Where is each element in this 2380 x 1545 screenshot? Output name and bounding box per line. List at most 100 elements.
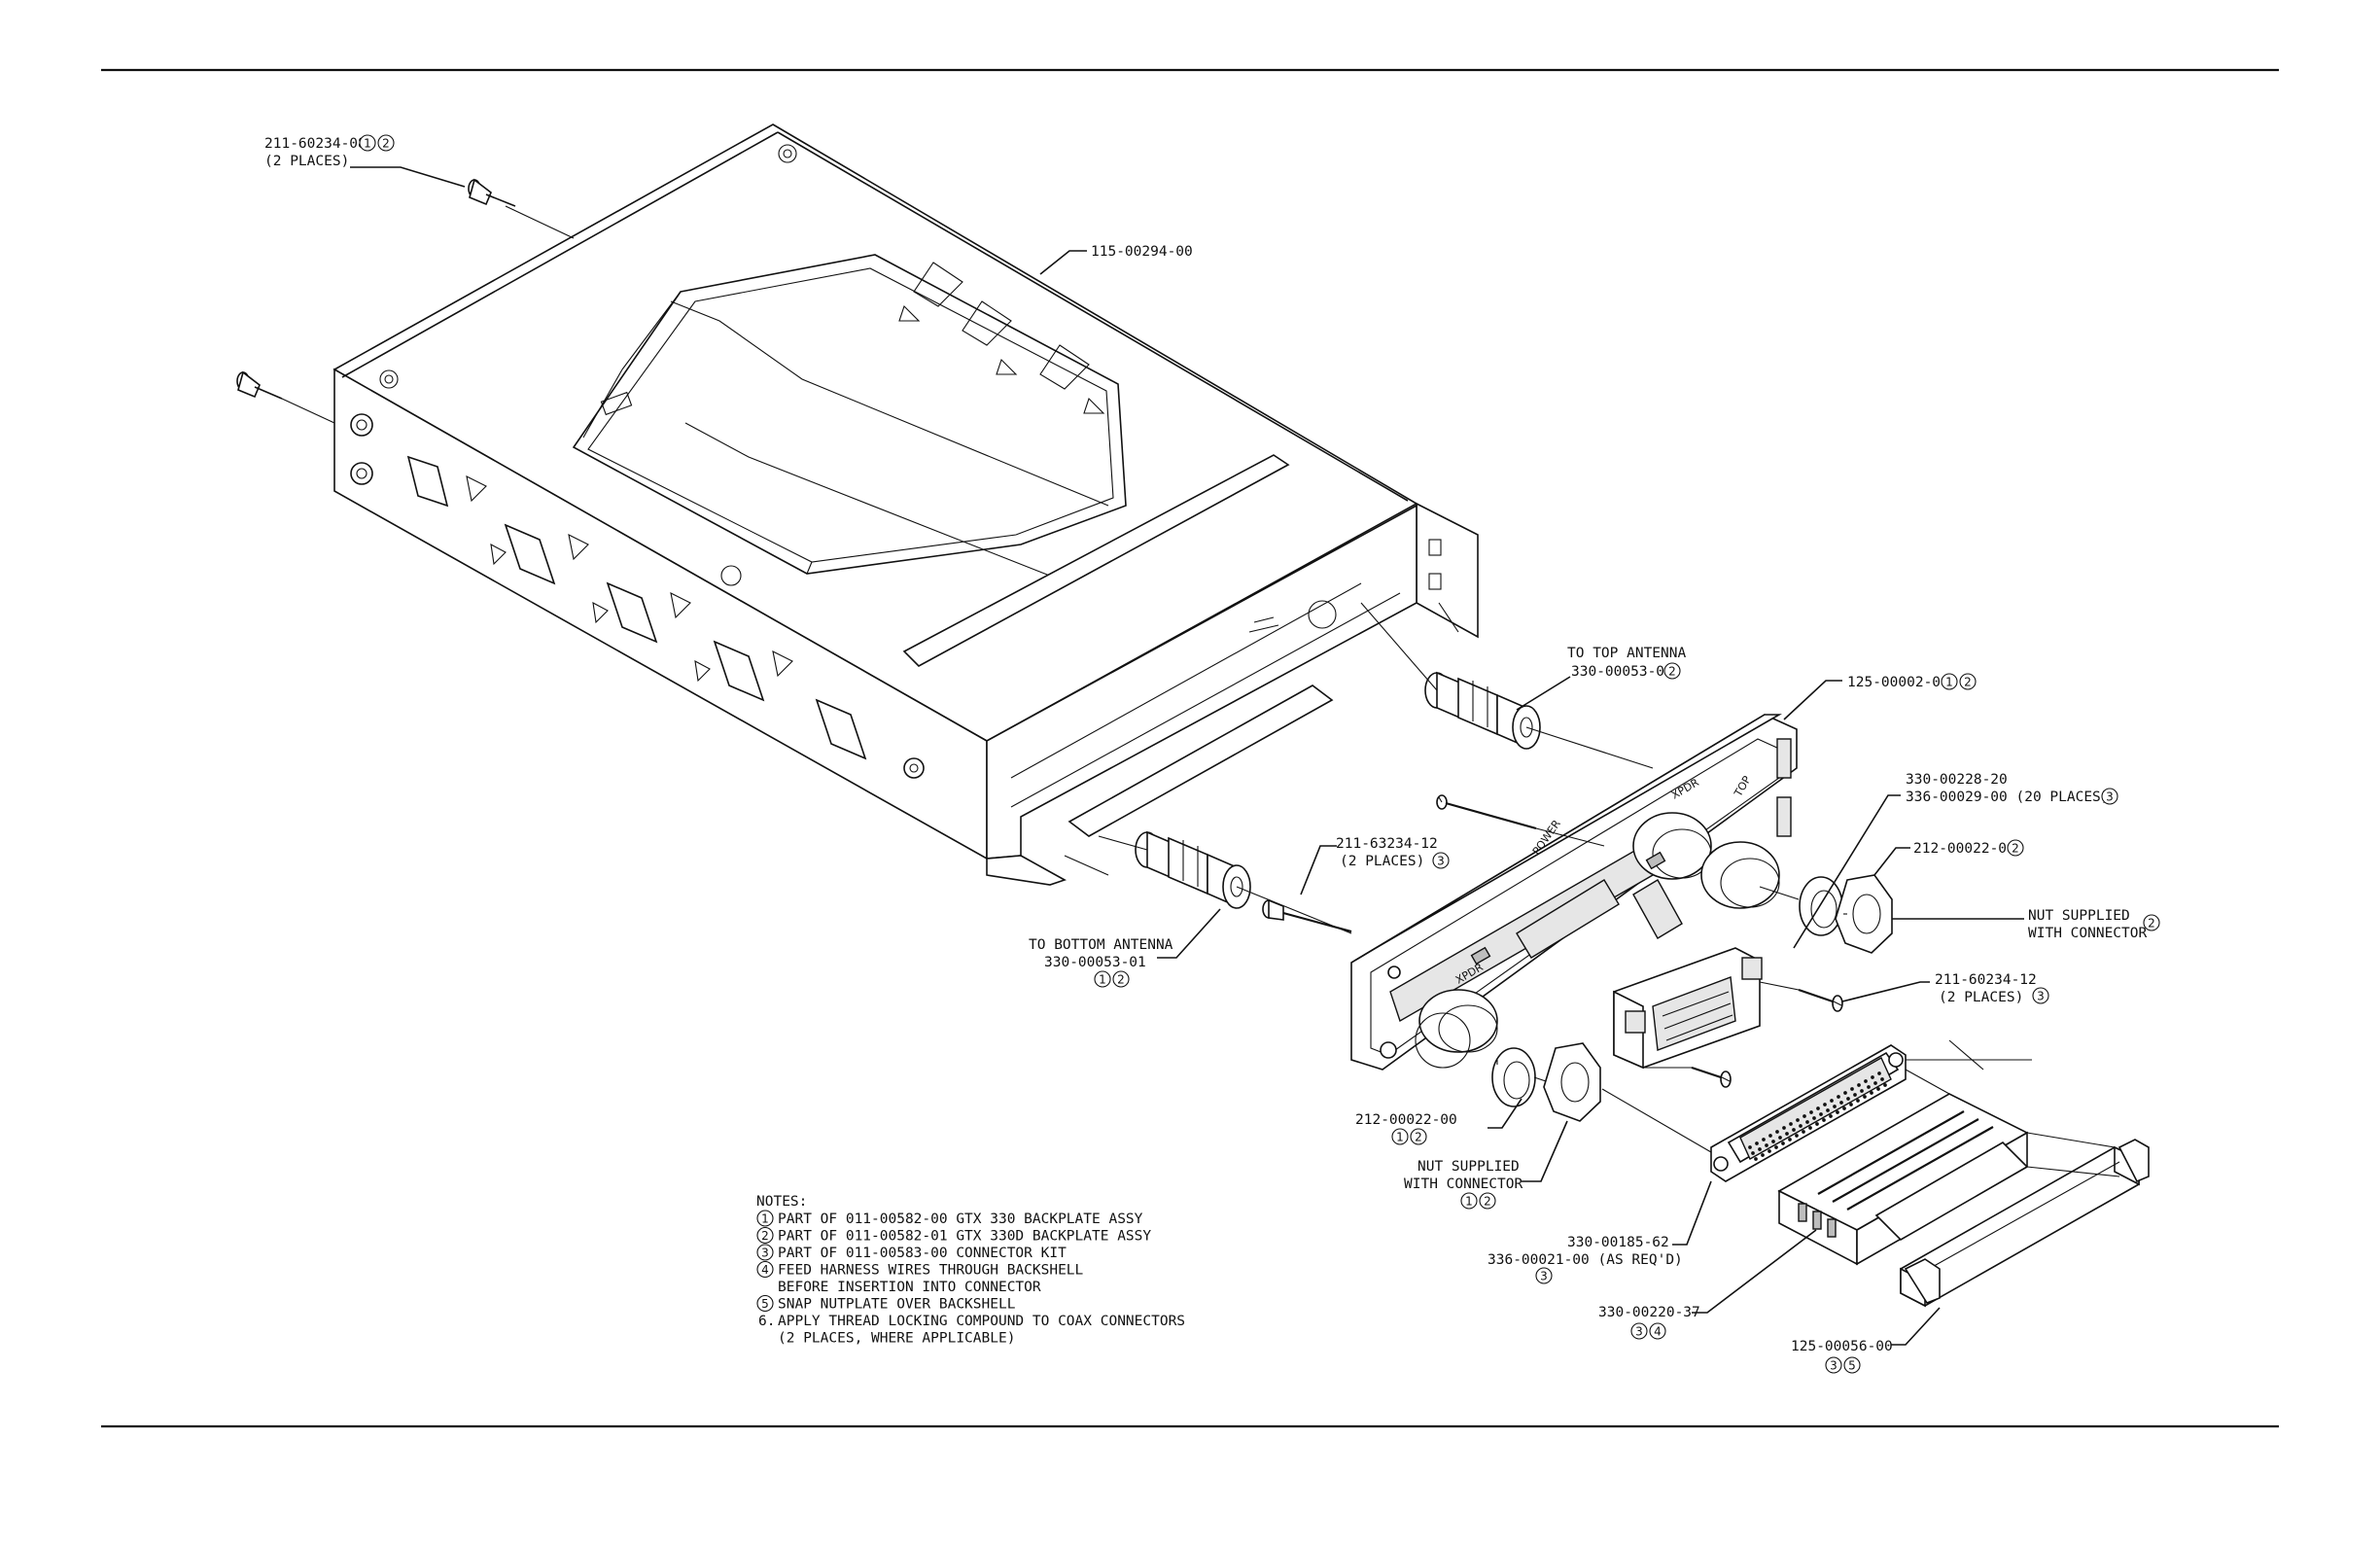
callout-nut-supplied-top: NUT SUPPLIED WITH CONNECTOR 2 — [2028, 908, 2160, 941]
rack-screw-left — [236, 370, 283, 400]
ref-circle-3: 3 — [1432, 852, 1450, 869]
svg-text:1: 1 — [1945, 676, 1953, 689]
explode-lines — [281, 205, 2120, 1177]
callout-212-00022-00-top: 212-00022-00 2 — [1913, 839, 2024, 857]
svg-text:WITH CONNECTOR: WITH CONNECTOR — [2028, 926, 2147, 941]
note-item-3: PART OF 011-00583-00 CONNECTOR KIT 3 — [756, 1244, 1067, 1261]
callout-330-00185-62: 330-00185-62 336-00021-00 (AS REQ'D) 3 — [1488, 1235, 1683, 1284]
callout-211-60234-12: 211-60234-12 (2 PLACES) 3 — [1935, 972, 2049, 1005]
ref-circle-2: 2 — [1479, 1192, 1496, 1210]
svg-text:3: 3 — [1437, 855, 1445, 868]
note-item-1: PART OF 011-00582-00 GTX 330 BACKPLATE A… — [756, 1210, 1143, 1227]
svg-text:3: 3 — [1540, 1270, 1548, 1283]
panel-coax-hole-top — [1700, 841, 1780, 909]
ref-circle-3: 3 — [1535, 1267, 1553, 1284]
svg-text:330-00053-01: 330-00053-01 — [1044, 955, 1146, 970]
svg-text:212-00022-00: 212-00022-00 — [1913, 841, 2015, 857]
svg-text:2: 2 — [2148, 917, 2155, 931]
long-screw-lower — [1262, 898, 1352, 933]
ref-circle-1: 1 — [359, 134, 376, 152]
svg-text:TO BOTTOM ANTENNA: TO BOTTOM ANTENNA — [1029, 937, 1173, 953]
svg-text:5: 5 — [761, 1297, 769, 1311]
callout-330-00228-20: 330-00228-20 336-00029-00 (20 PLACES) 3 — [1906, 772, 2118, 805]
note-number-1: 1 — [756, 1210, 774, 1227]
svg-text:3: 3 — [1830, 1359, 1838, 1373]
ref-circle-5: 5 — [1843, 1356, 1861, 1374]
note-text: PART OF 011-00583-00 CONNECTOR KIT — [778, 1246, 1067, 1261]
note-text-continued: (2 PLACES, WHERE APPLICABLE) — [778, 1331, 1015, 1347]
svg-text:(2 PLACES): (2 PLACES) — [264, 154, 349, 169]
svg-text:1: 1 — [1099, 973, 1106, 987]
svg-text:NUT SUPPLIED: NUT SUPPLIED — [1418, 1159, 1520, 1175]
note-item-6: APPLY THREAD LOCKING COMPOUND TO COAX CO… — [758, 1314, 1185, 1347]
nutplate-screw-left — [1691, 1066, 1732, 1088]
svg-text:211-60234-08: 211-60234-08 — [264, 136, 367, 152]
rack-screw-top — [468, 178, 516, 207]
notes-heading: NOTES: — [756, 1194, 807, 1210]
ref-circle-3: 3 — [1825, 1356, 1842, 1374]
connector-backplate: XPDR POWER XPDR TOP — [1350, 714, 1798, 1071]
svg-text:2: 2 — [382, 137, 390, 151]
svg-text:3: 3 — [1635, 1325, 1643, 1339]
washer-bottom — [1491, 1047, 1536, 1107]
callout-top-antenna: TO TOP ANTENNA 330-00053-01 2 — [1567, 646, 1686, 680]
backshell — [1777, 1093, 2029, 1266]
svg-text:2: 2 — [1964, 676, 1972, 689]
nut-bottom — [1543, 1042, 1601, 1122]
leader-lines — [350, 166, 2024, 1346]
svg-text:2: 2 — [1484, 1195, 1491, 1209]
svg-text:NUT SUPPLIED: NUT SUPPLIED — [2028, 908, 2130, 924]
svg-text:336-00021-00 (AS REQ'D): 336-00021-00 (AS REQ'D) — [1488, 1252, 1683, 1268]
svg-text:3: 3 — [2037, 990, 2045, 1003]
svg-text:211-63234-12: 211-63234-12 — [1336, 836, 1438, 852]
svg-text:2: 2 — [761, 1229, 769, 1243]
note-text-continued: BEFORE INSERTION INTO CONNECTOR — [778, 1280, 1041, 1295]
ref-circle-2: 2 — [377, 134, 395, 152]
ref-circle-4: 4 — [1649, 1322, 1666, 1340]
note-text: SNAP NUTPLATE OVER BACKSHELL — [778, 1297, 1016, 1313]
ref-circle-2: 2 — [1959, 673, 1977, 690]
ref-circle-2: 2 — [2007, 839, 2024, 857]
svg-text:211-60234-12: 211-60234-12 — [1935, 972, 2037, 988]
svg-text:WITH CONNECTOR: WITH CONNECTOR — [1404, 1176, 1522, 1192]
ref-circle-3: 3 — [2101, 788, 2118, 805]
ref-circle-1: 1 — [1460, 1192, 1478, 1210]
svg-text:336-00029-00 (20 PLACES): 336-00029-00 (20 PLACES) — [1906, 790, 2110, 805]
svg-text:1: 1 — [364, 137, 371, 151]
mounting-rack — [332, 123, 1479, 886]
svg-text:2: 2 — [1668, 665, 1676, 679]
ref-circle-1: 1 — [1941, 673, 1958, 690]
nutplate-screw-right — [1798, 988, 1843, 1012]
nut-top — [1835, 874, 1893, 954]
svg-text:3: 3 — [761, 1247, 769, 1260]
svg-text:115-00294-00: 115-00294-00 — [1091, 244, 1193, 260]
ref-circle-2: 2 — [2143, 914, 2160, 931]
note-text: APPLY THREAD LOCKING COMPOUND TO COAX CO… — [778, 1314, 1185, 1329]
ref-circle-3: 3 — [1630, 1322, 1648, 1340]
panel-coax-hole-bottom — [1415, 989, 1498, 1069]
contact-block — [1613, 947, 1763, 1070]
note-number-3: 3 — [756, 1244, 774, 1261]
callout-115-00294-00: 115-00294-00 — [1091, 244, 1193, 260]
svg-text:3: 3 — [2106, 790, 2114, 804]
ref-circle-1: 1 — [1391, 1128, 1409, 1145]
note-item-4: FEED HARNESS WIRES THROUGH BACKSHELL4BEF… — [756, 1260, 1084, 1295]
note-number-2: 2 — [756, 1226, 774, 1245]
washer-top — [1799, 876, 1843, 936]
ref-circle-2: 2 — [1663, 662, 1681, 680]
ref-circle-1: 1 — [1094, 970, 1111, 988]
note-text: FEED HARNESS WIRES THROUGH BACKSHELL — [778, 1263, 1084, 1279]
ref-circle-2: 2 — [1410, 1128, 1427, 1145]
note-number-5: 5 — [756, 1294, 774, 1313]
note-number-6: 6. — [758, 1314, 775, 1329]
notes-block: NOTES: PART OF 011-00582-00 GTX 330 BACK… — [756, 1194, 1185, 1347]
svg-text:2: 2 — [1117, 973, 1125, 987]
note-text: PART OF 011-00582-01 GTX 330D BACKPLATE … — [778, 1229, 1151, 1245]
